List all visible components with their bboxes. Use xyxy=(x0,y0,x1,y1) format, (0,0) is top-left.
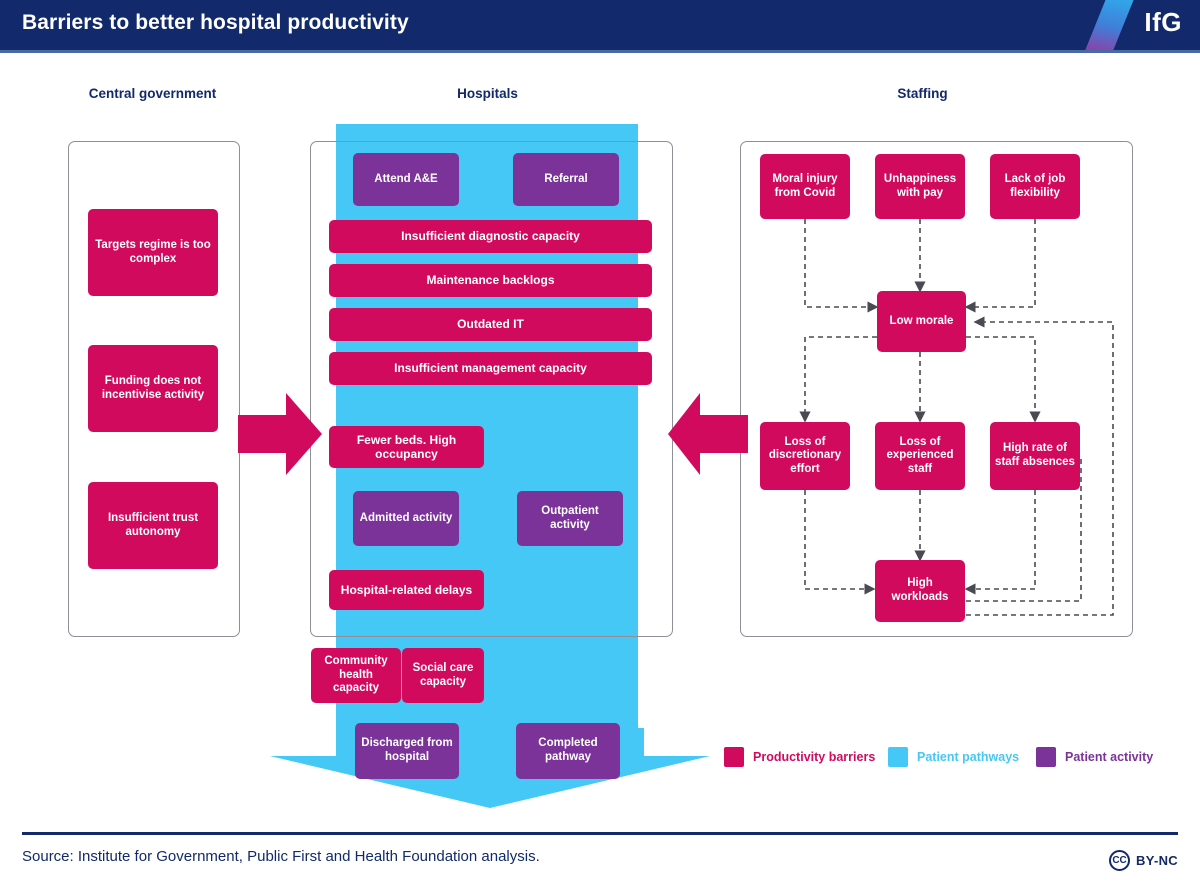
node-attend-ae[interactable]: Attend A&E xyxy=(353,153,459,206)
ifg-logo: IfG xyxy=(1020,0,1200,50)
node-admitted-activity[interactable]: Admitted activity xyxy=(353,491,459,546)
arrow-staffing-to-hospitals xyxy=(668,393,748,475)
node-label: High workloads xyxy=(891,577,949,603)
legend-label-patient-pathways: Patient pathways xyxy=(917,750,1020,764)
node-unhappiness-pay[interactable]: Unhappiness with pay xyxy=(875,154,965,219)
node-label: Outdated IT xyxy=(457,317,524,332)
node-hospital-related-delays[interactable]: Hospital-related delays xyxy=(329,570,484,610)
node-label: Insufficient management capacity xyxy=(394,361,587,376)
node-outpatient-activity[interactable]: Outpatient activity xyxy=(517,491,623,546)
node-moral-injury[interactable]: Moral injury from Covid xyxy=(760,154,850,219)
node-label: Outpatient activity xyxy=(541,504,599,531)
header-divider xyxy=(0,50,1200,53)
licence-label: BY-NC xyxy=(1136,853,1178,868)
node-trust-autonomy[interactable]: Insufficient trust autonomy xyxy=(88,482,218,569)
node-label: Maintenance backlogs xyxy=(426,273,555,288)
node-completed-pathway[interactable]: Completed pathway xyxy=(516,723,620,779)
legend-swatch-activity xyxy=(1036,747,1056,767)
column-title-staffing: Staffing xyxy=(897,86,948,101)
node-label: Moral injury from Covid xyxy=(772,172,838,199)
node-management-capacity[interactable]: Insufficient management capacity xyxy=(329,352,652,385)
creative-commons-badge: CC BY-NC xyxy=(1109,850,1178,871)
node-label: Funding does not incentivise activity xyxy=(101,374,205,401)
creative-commons-icon: CC xyxy=(1109,850,1131,871)
node-label: Low morale xyxy=(889,314,954,327)
node-maintenance-backlogs[interactable]: Maintenance backlogs xyxy=(329,264,652,297)
patient-pathway-outflow-arrow xyxy=(270,728,710,808)
ifg-diagonal-stripe-icon xyxy=(1078,0,1136,50)
node-label: High rate of staff absences xyxy=(995,442,1075,468)
frame-central-government xyxy=(68,141,240,637)
node-high-workloads[interactable]: High workloads xyxy=(875,560,965,622)
node-outdated-it[interactable]: Outdated IT xyxy=(329,308,652,341)
node-label: Completed pathway xyxy=(538,737,598,763)
node-lack-job-flexibility[interactable]: Lack of job flexibility xyxy=(990,154,1080,219)
page-title: Barriers to better hospital productivity xyxy=(22,11,409,34)
node-community-health-capacity[interactable]: Community health capacity xyxy=(311,648,401,703)
source-note: Source: Institute for Government, Public… xyxy=(22,848,540,865)
node-loss-experienced-staff[interactable]: Loss of experienced staff xyxy=(875,422,965,490)
node-referral[interactable]: Referral xyxy=(513,153,619,206)
node-label: Discharged from hospital xyxy=(361,737,453,763)
footer-divider xyxy=(22,832,1178,835)
node-label: Unhappiness with pay xyxy=(883,172,957,199)
arrow-government-to-hospitals xyxy=(238,393,322,475)
node-label: Targets regime is too complex xyxy=(95,238,211,265)
frame-staffing xyxy=(740,141,1133,637)
node-loss-discretionary-effort[interactable]: Loss of discretionary effort xyxy=(760,422,850,490)
node-diagnostic-capacity[interactable]: Insufficient diagnostic capacity xyxy=(329,220,652,253)
page-header: Barriers to better hospital productivity… xyxy=(0,0,1200,50)
node-targets-regime[interactable]: Targets regime is too complex xyxy=(88,209,218,296)
node-label: Hospital-related delays xyxy=(340,582,473,597)
node-label: Community health capacity xyxy=(324,655,388,695)
node-high-staff-absences[interactable]: High rate of staff absences xyxy=(990,422,1080,490)
legend-item-patient-activity: Patient activity xyxy=(1036,746,1153,768)
legend-label-patient-activity: Patient activity xyxy=(1065,750,1154,764)
node-label: Lack of job flexibility xyxy=(1004,172,1066,199)
legend-swatch-barrier xyxy=(724,747,744,767)
node-discharged-from-hospital[interactable]: Discharged from hospital xyxy=(355,723,459,779)
node-label: Fewer beds. High occupancy xyxy=(356,432,457,461)
node-label: Insufficient diagnostic capacity xyxy=(401,229,580,244)
node-fewer-beds[interactable]: Fewer beds. High occupancy xyxy=(329,426,484,468)
node-label: Social care capacity xyxy=(412,661,474,688)
node-label: Admitted activity xyxy=(359,511,453,524)
legend-label-productivity-barriers: Productivity barriers xyxy=(753,750,876,764)
ifg-logo-text: IfG xyxy=(1144,7,1182,37)
node-label: Attend A&E xyxy=(374,172,438,185)
legend-item-patient-pathways: Patient pathways xyxy=(888,746,1019,768)
column-title-hospitals: Hospitals xyxy=(457,86,518,101)
node-label: Referral xyxy=(544,172,588,185)
node-label: Loss of discretionary effort xyxy=(768,435,842,475)
frame-hospitals xyxy=(310,141,673,637)
node-funding-incentive[interactable]: Funding does not incentivise activity xyxy=(88,345,218,432)
legend-swatch-pathway xyxy=(888,747,908,767)
node-label: Loss of experienced staff xyxy=(886,435,954,475)
node-social-care-capacity[interactable]: Social care capacity xyxy=(402,648,484,703)
column-title-central-government: Central government xyxy=(88,86,217,101)
legend-item-productivity-barriers: Productivity barriers xyxy=(724,746,875,768)
node-label: Insufficient trust autonomy xyxy=(107,511,199,538)
node-low-morale[interactable]: Low morale xyxy=(877,291,966,352)
